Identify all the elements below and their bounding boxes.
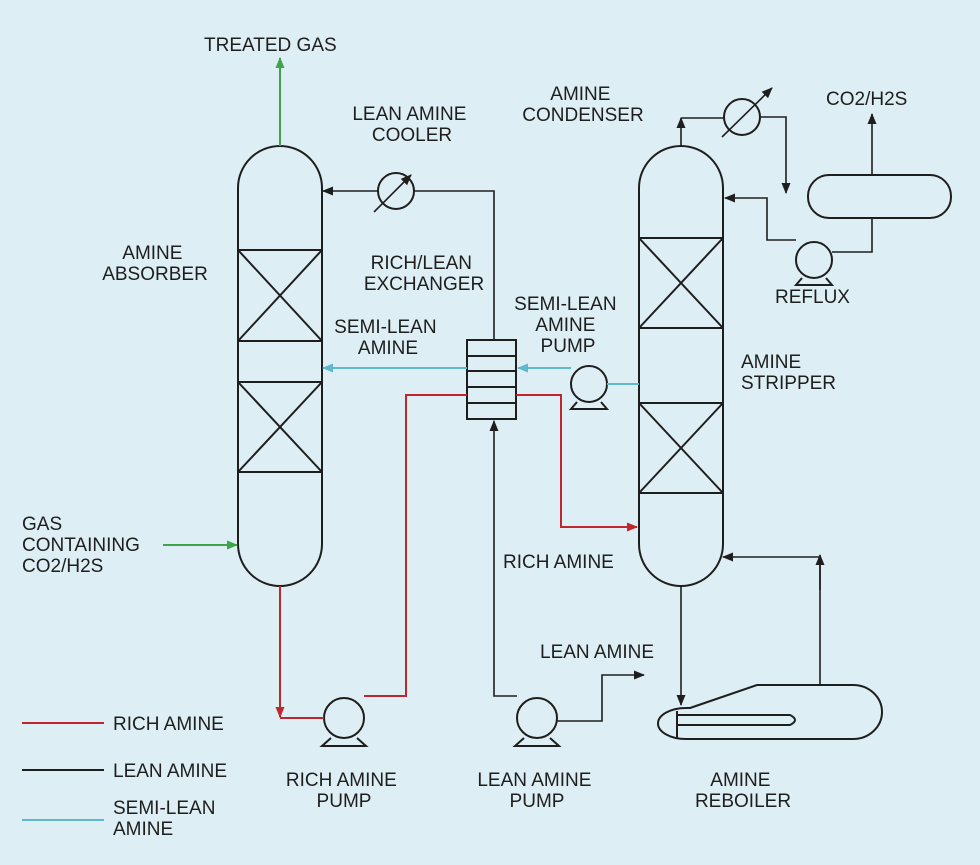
lean-amine-pump <box>512 697 562 747</box>
lean-amine-stream-label: LEAN AMINE <box>540 642 654 663</box>
semi-lean-amine-pump <box>568 365 610 410</box>
reflux-pump <box>793 241 835 286</box>
co2-h2s-out-label: CO2/H2S <box>826 89 907 110</box>
reboiler-vapor-return <box>722 552 821 685</box>
amine-condenser <box>721 87 773 138</box>
lean-pump-to-exchanger-line <box>489 420 517 697</box>
lean-amine-up-line <box>414 190 495 340</box>
amine-condenser-label: AMINE CONDENSER <box>522 84 643 126</box>
legend-semi-lean-amine-label: SEMI-LEAN AMINE <box>113 798 221 840</box>
gas-containing-label: GAS CONTAINING CO2/H2S <box>22 514 145 577</box>
amine-reboiler <box>657 684 883 740</box>
lean-amine-pump-label: LEAN AMINE PUMP <box>477 770 596 812</box>
amine-absorber-column <box>237 145 323 587</box>
amine-absorber-label: AMINE ABSORBER <box>102 243 208 285</box>
legend: RICH AMINE LEAN AMINE SEMI-LEAN AMINE <box>22 714 227 840</box>
rich-lean-exchanger-label: RICH/LEAN EXCHANGER <box>364 253 484 295</box>
amine-stripper-column <box>638 145 724 587</box>
rich-amine-stream-label: RICH AMINE <box>503 552 614 573</box>
reflux-drum <box>807 174 952 219</box>
legend-lean-amine-label: LEAN AMINE <box>113 761 227 782</box>
drum-to-reflux-pump-line <box>832 218 873 253</box>
lean-amine-reboiler-line <box>557 670 645 722</box>
lean-amine-cooler <box>373 172 415 213</box>
legend-rich-amine-label: RICH AMINE <box>113 714 224 735</box>
condenser-to-drum-line <box>760 116 791 194</box>
semi-lean-amine-feed-label: SEMI-LEAN AMINE <box>334 317 442 359</box>
reflux-return-line <box>724 193 796 241</box>
treated-gas-label: TREATED GAS <box>204 35 337 56</box>
amine-reboiler-label: AMINE REBOILER <box>695 770 791 812</box>
semi-lean-amine-pump-label: SEMI-LEAN AMINE PUMP <box>514 294 622 357</box>
rich-amine-pump-label: RICH AMINE PUMP <box>286 770 402 812</box>
rich-amine-to-exchanger-line <box>364 394 467 697</box>
rich-amine-to-stripper-line <box>516 394 638 532</box>
reflux-label: REFLUX <box>775 287 850 308</box>
rich-amine-pump <box>319 697 369 747</box>
lean-amine-cooler-label: LEAN AMINE COOLER <box>352 104 471 146</box>
amine-stripper-label: AMINE STRIPPER <box>741 352 836 394</box>
rich-lean-exchanger <box>466 339 517 420</box>
